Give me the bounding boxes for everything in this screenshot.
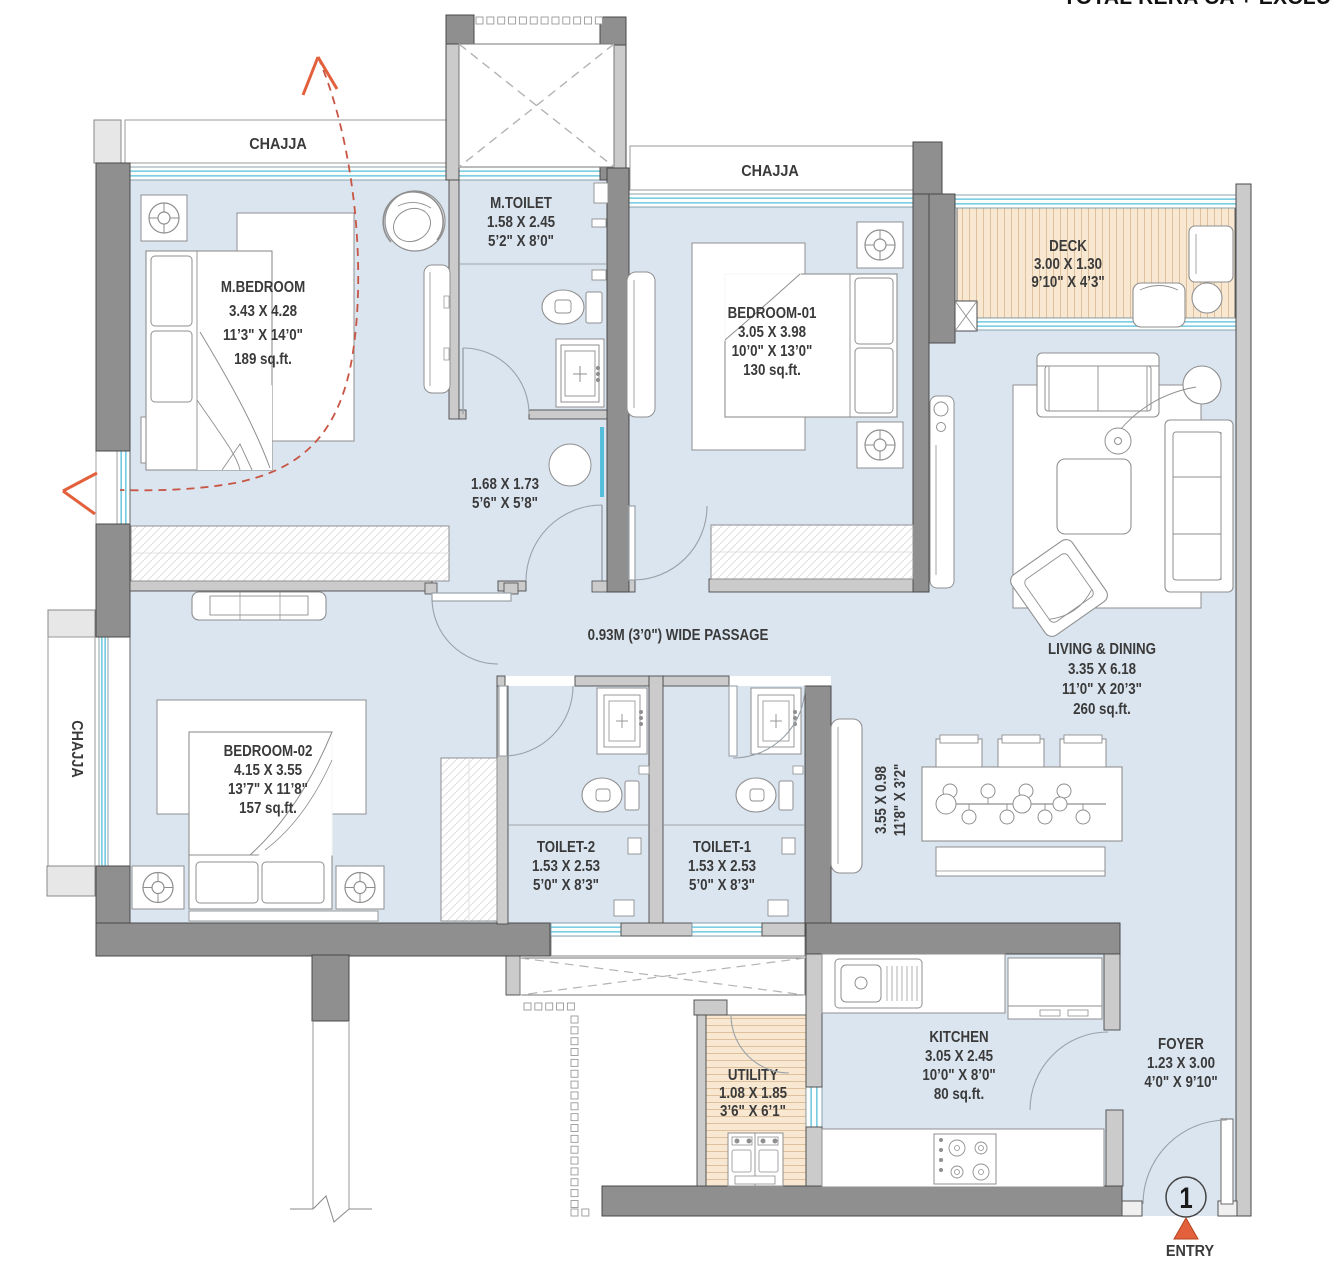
svg-text:10’0" X 8’0": 10’0" X 8’0" <box>922 1067 995 1084</box>
svg-text:TOTAL RERA CA + EXCLU: TOTAL RERA CA + EXCLU <box>1063 0 1331 9</box>
svg-text:9’10" X 4’3": 9’10" X 4’3" <box>1031 274 1104 291</box>
svg-text:DECK: DECK <box>1049 238 1087 255</box>
svg-text:BEDROOM-02: BEDROOM-02 <box>224 743 313 760</box>
svg-text:FOYER: FOYER <box>1158 1036 1204 1053</box>
svg-text:4’0" X 9’10": 4’0" X 9’10" <box>1144 1074 1217 1091</box>
svg-text:5’0" X 8’3": 5’0" X 8’3" <box>533 877 599 894</box>
svg-text:0.93M (3’0") WIDE PASSAGE: 0.93M (3’0") WIDE PASSAGE <box>588 627 769 644</box>
svg-text:M.TOILET: M.TOILET <box>490 195 552 212</box>
svg-text:11’0" X 20’3": 11’0" X 20’3" <box>1062 681 1142 698</box>
svg-text:3.43 X 4.28: 3.43 X 4.28 <box>229 303 297 320</box>
svg-text:3.05 X 2.45: 3.05 X 2.45 <box>925 1048 993 1065</box>
svg-text:13’7" X 11’8": 13’7" X 11’8" <box>228 781 308 798</box>
svg-text:CHAJJA: CHAJJA <box>741 162 799 180</box>
svg-text:BEDROOM-01: BEDROOM-01 <box>728 305 817 322</box>
svg-text:3’6" X 6’1": 3’6" X 6’1" <box>720 1103 786 1120</box>
svg-text:CHAJJA: CHAJJA <box>249 135 307 153</box>
svg-text:130 sq.ft.: 130 sq.ft. <box>743 362 801 379</box>
svg-text:1.23 X 3.00: 1.23 X 3.00 <box>1147 1055 1215 1072</box>
svg-text:260 sq.ft.: 260 sq.ft. <box>1073 701 1131 718</box>
svg-text:UTILITY: UTILITY <box>728 1067 779 1084</box>
svg-text:1.58 X 2.45: 1.58 X 2.45 <box>487 214 555 231</box>
svg-text:TOILET-1: TOILET-1 <box>693 839 751 856</box>
svg-text:1.53 X 2.53: 1.53 X 2.53 <box>532 858 600 875</box>
svg-text:ENTRY: ENTRY <box>1166 1242 1214 1260</box>
svg-text:3.05 X 3.98: 3.05 X 3.98 <box>738 324 806 341</box>
svg-text:4.15 X 3.55: 4.15 X 3.55 <box>234 762 302 779</box>
svg-text:1.53 X 2.53: 1.53 X 2.53 <box>688 858 756 875</box>
svg-text:3.00 X 1.30: 3.00 X 1.30 <box>1034 256 1102 273</box>
svg-text:1.08 X 1.85: 1.08 X 1.85 <box>719 1085 787 1102</box>
svg-text:5’6" X 5’8": 5’6" X 5’8" <box>472 495 538 512</box>
svg-text:10’0" X 13’0": 10’0" X 13’0" <box>732 343 813 360</box>
svg-text:CHAJJA: CHAJJA <box>68 720 86 778</box>
svg-text:11’3" X 14’0": 11’3" X 14’0" <box>223 327 303 344</box>
svg-text:KITCHEN: KITCHEN <box>929 1029 988 1046</box>
svg-text:189 sq.ft.: 189 sq.ft. <box>234 351 292 368</box>
svg-text:157 sq.ft.: 157 sq.ft. <box>239 800 297 817</box>
svg-text:3.55 X 0.98: 3.55 X 0.98 <box>873 766 890 834</box>
svg-text:1.68 X 1.73: 1.68 X 1.73 <box>471 476 539 493</box>
svg-text:3.35 X 6.18: 3.35 X 6.18 <box>1068 661 1136 678</box>
svg-text:TOILET-2: TOILET-2 <box>537 839 595 856</box>
svg-text:1: 1 <box>1179 1180 1192 1214</box>
svg-text:80 sq.ft.: 80 sq.ft. <box>934 1086 984 1103</box>
svg-text:LIVING & DINING: LIVING & DINING <box>1048 641 1156 658</box>
svg-text:M.BEDROOM: M.BEDROOM <box>221 279 305 296</box>
svg-text:11’8" X 3’2": 11’8" X 3’2" <box>892 764 909 837</box>
svg-text:5’0" X 8’3": 5’0" X 8’3" <box>689 877 755 894</box>
svg-text:5’2" X 8’0": 5’2" X 8’0" <box>488 233 554 250</box>
